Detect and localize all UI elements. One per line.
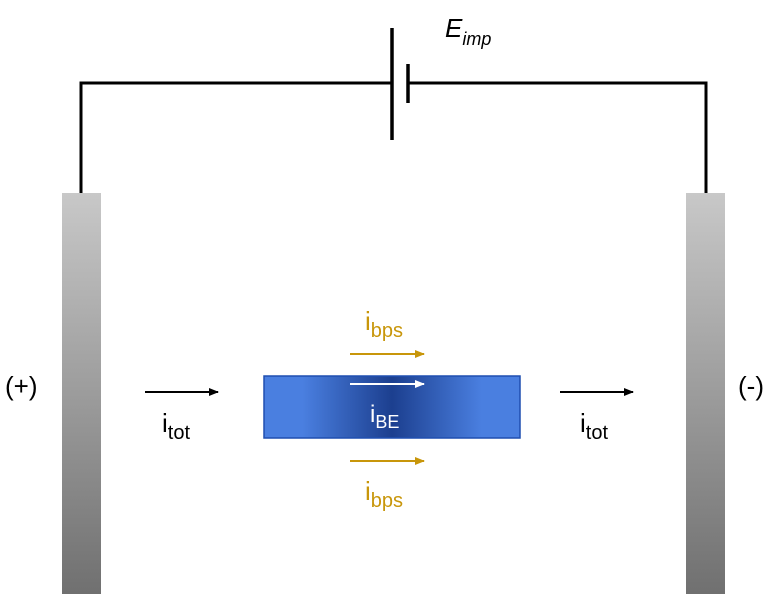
- bypass-current-label-bottom: ibps: [365, 476, 403, 512]
- voltage-source-symbol: [390, 28, 410, 140]
- total-current-label-right: itot: [580, 408, 608, 444]
- bipolar-current-label: iBE: [370, 401, 399, 432]
- anode-polarity-label: (+): [5, 371, 38, 401]
- cathode-polarity-label: (-): [738, 371, 764, 401]
- emf-label: Eimp: [445, 13, 491, 49]
- anode-electrode: [62, 193, 101, 594]
- bipolar-electrode: [263, 375, 521, 439]
- total-current-label-left: itot: [162, 408, 190, 444]
- wire-left: [79, 81, 392, 193]
- cathode-electrode: [686, 193, 725, 594]
- wire-right: [408, 81, 708, 193]
- circuit-wire: [79, 81, 708, 193]
- bypass-current-label-top: ibps: [365, 306, 403, 342]
